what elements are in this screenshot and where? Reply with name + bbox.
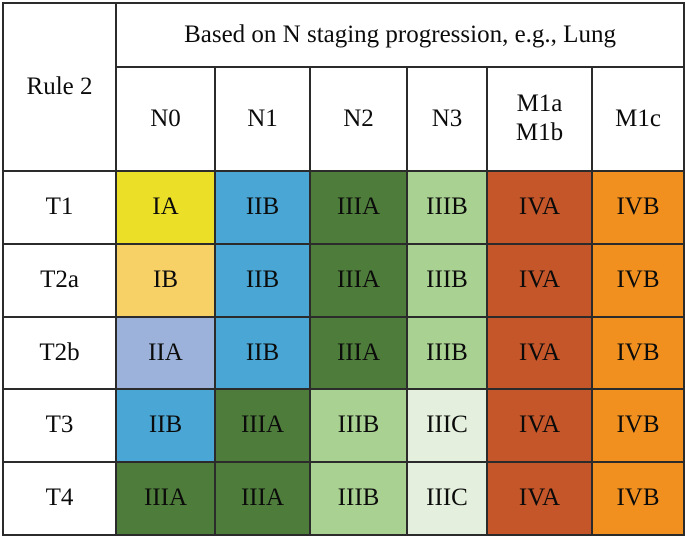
table-row: T2b IIA IIB IIIA IIIB IVA IVB [2, 315, 685, 391]
cell-t1-m1a: IVA [486, 170, 593, 245]
cell-t1-n0: IA [115, 170, 216, 245]
cell-t4-m1c: IVB [590, 461, 685, 536]
cell-t4-n3: IIIC [406, 461, 488, 536]
cell-t2b-n0: IIA [115, 315, 216, 391]
column-header-n0: N0 [115, 66, 216, 172]
corner-rule-label: Rule 2 [2, 2, 117, 172]
column-header-m1a-m1b: M1a M1b [486, 66, 593, 172]
table-row: T4 IIIA IIIA IIIB IIIC IVA IVB [2, 461, 685, 536]
row-header-t2a: T2a [2, 242, 117, 318]
column-header-n3-line1: N3 [431, 104, 463, 132]
cell-t4-n2: IIIB [309, 461, 408, 536]
column-header-m1c-line1: M1c [615, 104, 661, 132]
cell-t4-m1a: IVA [486, 461, 593, 536]
cell-t1-m1c: IVB [590, 170, 685, 245]
cell-t3-n2: IIIB [309, 388, 408, 464]
column-header-n2: N2 [309, 66, 408, 172]
column-header-m1a-line1: M1a [516, 90, 563, 118]
cell-t2b-n2: IIIA [309, 315, 408, 391]
cell-t3-m1a: IVA [486, 388, 593, 464]
cell-t2a-n2: IIIA [309, 242, 408, 318]
column-header-m1c: M1c [590, 66, 685, 172]
column-header-n0-line1: N0 [150, 104, 181, 132]
column-header-n1: N1 [214, 66, 311, 172]
cell-t2a-m1a: IVA [486, 242, 593, 318]
cell-t1-n3: IIIB [406, 170, 488, 245]
cell-t4-n0: IIIA [115, 461, 216, 536]
cell-t1-n2: IIIA [309, 170, 408, 245]
cell-t2b-n1: IIB [214, 315, 311, 391]
column-header-n3: N3 [406, 66, 488, 172]
row-header-t4: T4 [2, 461, 117, 536]
cell-t4-n1: IIIA [214, 461, 311, 536]
column-header-row: N0 N1 N2 N3 M1a M1b M1c [3, 66, 685, 172]
column-header-m1b-line2: M1b [515, 119, 564, 146]
row-header-t2b: T2b [2, 315, 117, 391]
table-row: T3 IIB IIIA IIIB IIIC IVA IVB [2, 388, 685, 464]
cell-t2b-m1a: IVA [486, 315, 593, 391]
header-banner-row: Rule 2 Based on N staging progression, e… [2, 2, 685, 172]
cell-t3-n3: IIIC [406, 388, 488, 464]
table-row: T2a IB IIB IIIA IIIB IVA IVB [2, 242, 685, 318]
row-header-t3: T3 [2, 388, 117, 464]
table-row: T1 IA IIB IIIA IIIB IVA IVB [2, 170, 685, 245]
cell-t1-n1: IIB [214, 170, 311, 245]
cell-t3-n0: IIB [115, 388, 216, 464]
row-header-t1: T1 [2, 170, 117, 245]
cell-t2a-n1: IIB [214, 242, 311, 318]
column-header-n1-line1: N1 [247, 104, 278, 132]
banner-title: Based on N staging progression, e.g., Lu… [114, 2, 685, 68]
cell-t2b-m1c: IVB [590, 315, 685, 391]
column-header-n2-line1: N2 [343, 104, 374, 132]
cell-t2a-n0: IB [115, 242, 216, 318]
cell-t3-n1: IIIA [214, 388, 311, 464]
cell-t3-m1c: IVB [590, 388, 685, 464]
cell-t2a-m1c: IVB [590, 242, 685, 318]
cell-t2b-n3: IIIB [406, 315, 488, 391]
cell-t2a-n3: IIIB [406, 242, 488, 318]
